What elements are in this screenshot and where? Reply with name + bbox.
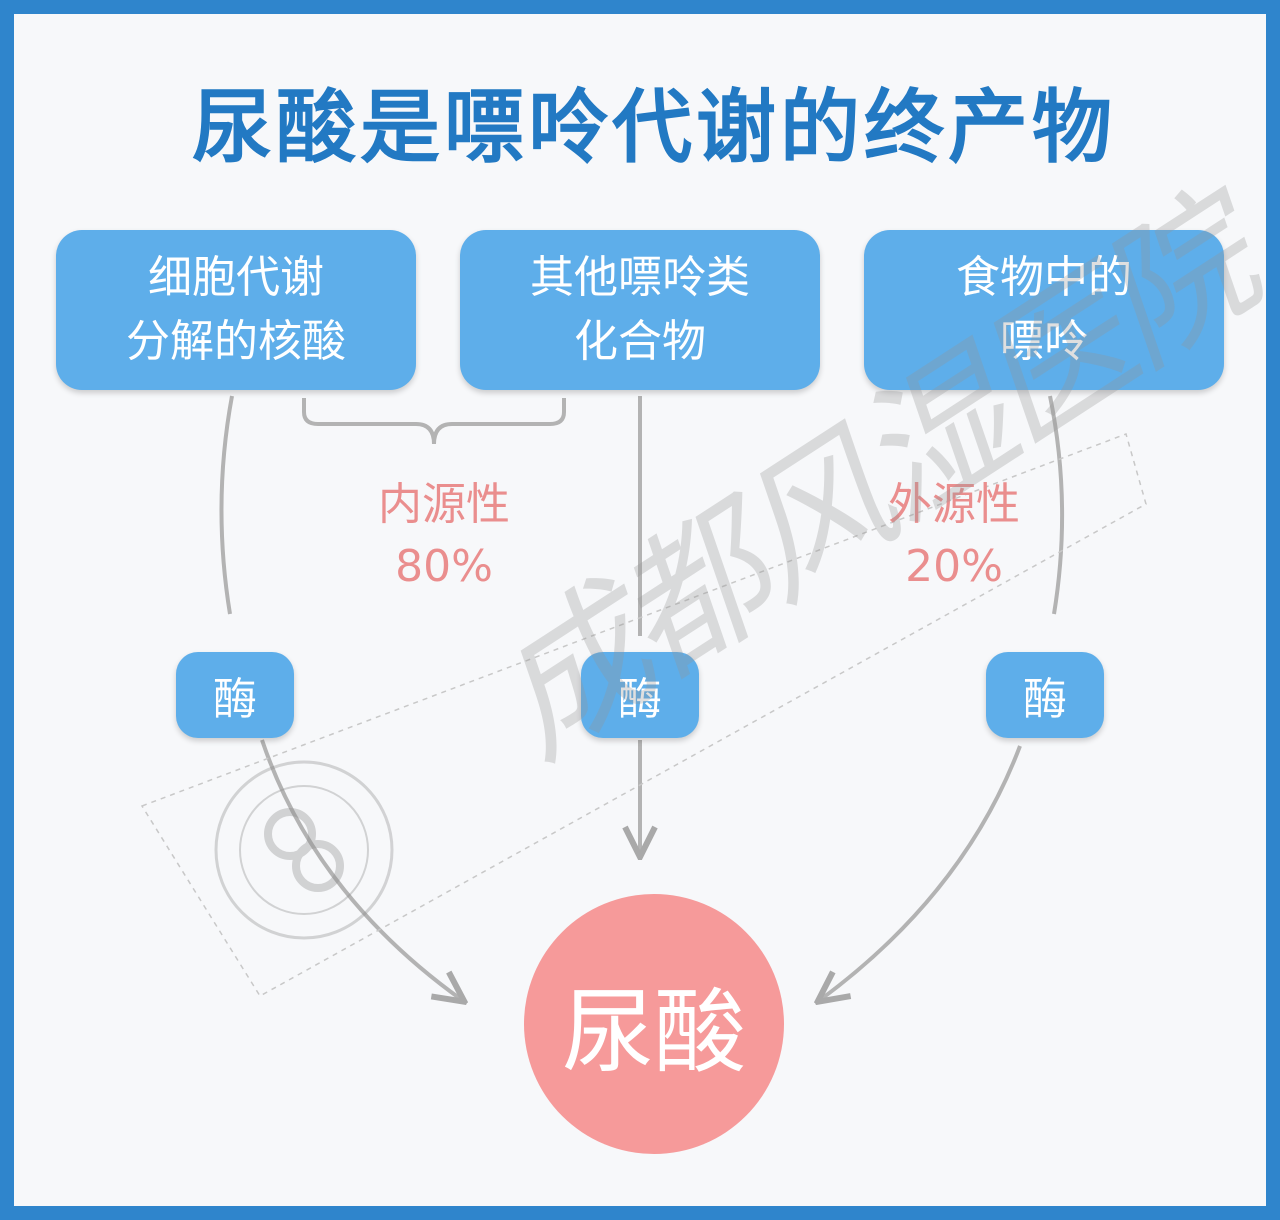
page-title: 尿酸是嘌呤代谢的终产物 bbox=[192, 81, 1116, 174]
left-line-upper bbox=[219, 395, 234, 615]
enzyme-right: 酶 bbox=[986, 652, 1104, 738]
left-arrow bbox=[260, 739, 462, 1000]
endogenous-ratio: 内源性 80% bbox=[334, 474, 554, 598]
right-arrow bbox=[820, 745, 1022, 1000]
source-line-2: 化合物 bbox=[574, 316, 706, 367]
source-dietary-purines: 食物中的 嘌呤 bbox=[864, 230, 1224, 390]
right-line-upper bbox=[1048, 395, 1065, 615]
source-line-1: 细胞代谢 bbox=[148, 252, 324, 303]
exogenous-percent: 20% bbox=[905, 541, 1003, 592]
watermark-dashed-frame bbox=[140, 433, 1147, 998]
source-other-purines: 其他嘌呤类 化合物 bbox=[460, 230, 820, 390]
source-cell-nucleic-acid: 细胞代谢 分解的核酸 bbox=[56, 230, 416, 390]
hospital-seal-icon bbox=[214, 760, 394, 940]
source-line-1: 食物中的 bbox=[956, 252, 1132, 303]
enzyme-left: 酶 bbox=[176, 652, 294, 738]
source-line-2: 分解的核酸 bbox=[126, 316, 346, 367]
endogenous-brace bbox=[302, 398, 566, 445]
exogenous-ratio: 外源性 20% bbox=[844, 474, 1064, 598]
endogenous-label: 内源性 bbox=[378, 479, 510, 530]
flow-connectors bbox=[140, 395, 1147, 1206]
enzyme-middle: 酶 bbox=[581, 652, 699, 738]
exogenous-label: 外源性 bbox=[888, 479, 1020, 530]
source-line-2: 嘌呤 bbox=[1000, 316, 1088, 367]
uric-acid-product: 尿酸 bbox=[524, 894, 784, 1154]
endogenous-percent: 80% bbox=[395, 541, 493, 592]
source-line-1: 其他嘌呤类 bbox=[530, 252, 750, 303]
